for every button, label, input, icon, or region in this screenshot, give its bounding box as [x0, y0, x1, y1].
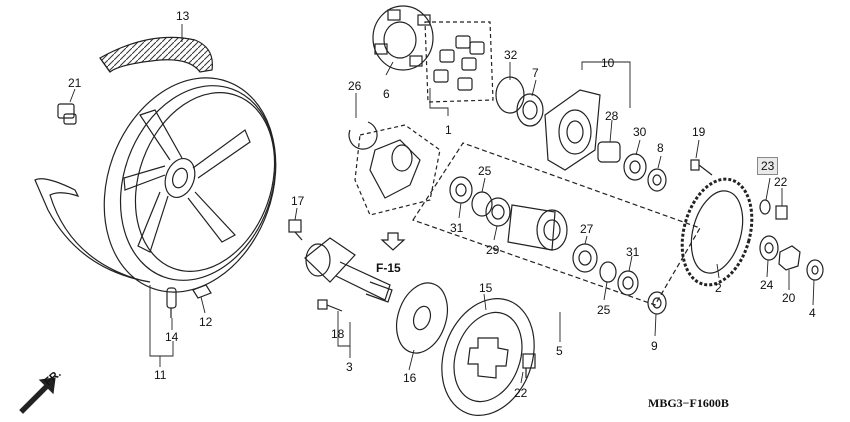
callout-10: 10: [601, 56, 615, 70]
callout-4: 4: [809, 306, 816, 320]
callout-9: 9: [651, 339, 658, 353]
callout-13: 13: [176, 9, 190, 23]
callout-14: 14: [165, 330, 179, 344]
callout-27: 27: [580, 222, 594, 236]
callout-17: 17: [291, 194, 305, 208]
axle-spacer-drawing: [507, 204, 568, 251]
diagram-code: MBG3−F1600B: [648, 396, 729, 410]
callout-21: 21: [68, 76, 82, 90]
callout-1: 1: [445, 123, 452, 137]
callout-28: 28: [605, 109, 619, 123]
bolt-17-drawing: [288, 219, 303, 241]
callout-23: 23: [757, 157, 779, 175]
ref-label: F-15: [376, 261, 401, 275]
collar-28-drawing: [597, 141, 621, 163]
bolt-21-drawing: [57, 103, 77, 125]
callout-12: 12: [199, 315, 213, 329]
leader-lines: [69, 24, 815, 384]
bearing-31-right-drawing: [617, 270, 639, 296]
callout-22-lower: 22: [514, 386, 528, 400]
washer-4-drawing: [806, 259, 824, 281]
callout-19: 19: [692, 125, 706, 139]
callout-15: 15: [479, 281, 493, 295]
weight-drawing: [192, 284, 212, 299]
bearing-31-left-drawing: [449, 176, 473, 204]
callout-18: 18: [331, 327, 345, 341]
callout-3: 3: [346, 360, 353, 374]
axle-shaft-drawing: [304, 237, 393, 303]
seal-8-drawing: [647, 168, 667, 192]
ring-32-drawing: [495, 76, 525, 114]
flange-drawing: [544, 89, 601, 171]
wheel-drawing: [103, 77, 277, 293]
stud-19-drawing: [690, 159, 713, 176]
collar-24-drawing: [759, 235, 779, 261]
callout-25-top: 25: [478, 164, 492, 178]
hub-damper-drawing: [372, 5, 434, 71]
ref-arrow-drawing: [380, 232, 406, 251]
sprocket-drawing: [680, 177, 754, 287]
damper-rubbers-drawing: [424, 21, 494, 103]
callout-31-right: 31: [626, 245, 640, 259]
callout-11: 11: [154, 368, 167, 382]
callout-30: 30: [633, 125, 647, 139]
bearing-27-drawing: [572, 243, 598, 273]
tire-drawing: [34, 36, 213, 283]
washer-23-drawing: [759, 199, 771, 215]
seal-9-drawing: [647, 291, 667, 315]
callout-31-left: 31: [450, 221, 464, 235]
callout-7: 7: [532, 66, 539, 80]
circlip-25-drawing: [471, 191, 493, 217]
callout-26: 26: [348, 79, 362, 93]
front-arrow-drawing: [19, 377, 56, 414]
callout-24: 24: [760, 278, 774, 292]
callout-6: 6: [383, 87, 390, 101]
bearing-29-drawing: [485, 197, 511, 227]
callout-5: 5: [556, 344, 563, 358]
callout-8: 8: [657, 141, 664, 155]
seal-7-drawing: [516, 93, 544, 127]
bracket-drawing: [354, 124, 441, 216]
callout-22-right: 22: [774, 175, 788, 189]
callout-16: 16: [403, 371, 417, 385]
bolt-18-drawing: [317, 299, 343, 312]
circlip-25r-drawing: [599, 261, 617, 283]
nut-22-right-drawing: [775, 205, 788, 220]
callout-20: 20: [782, 291, 796, 305]
valve-drawing: [166, 287, 177, 318]
callout-29: 29: [486, 243, 500, 257]
callout-2: 2: [715, 281, 722, 295]
bearing-30-drawing: [623, 153, 647, 181]
disc-16-drawing: [396, 282, 448, 354]
callout-25-bottom: 25: [597, 303, 611, 317]
brake-disc-15-drawing: [441, 298, 535, 416]
nut-22-lower-drawing: [522, 353, 536, 378]
callout-32: 32: [504, 48, 518, 62]
circlip-26-drawing: [348, 121, 378, 150]
nut-20-drawing: [778, 245, 801, 271]
